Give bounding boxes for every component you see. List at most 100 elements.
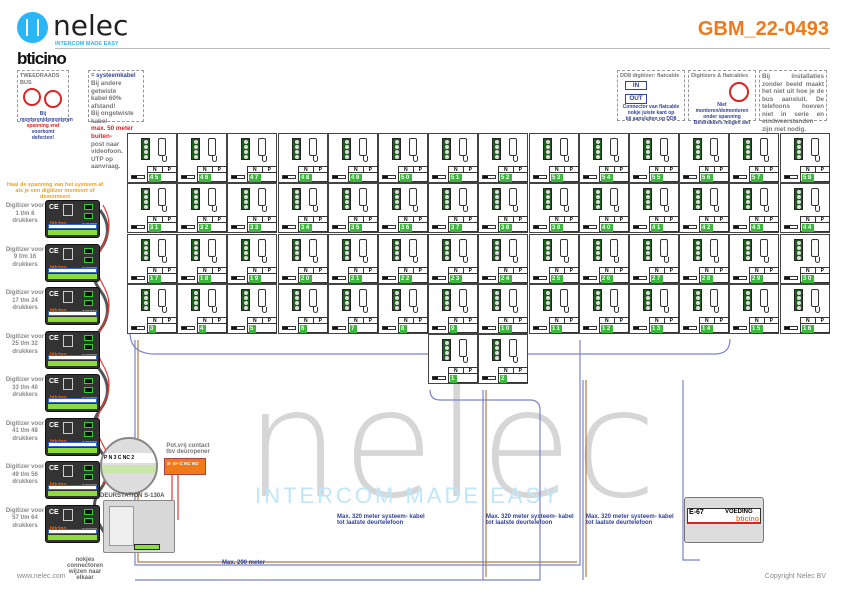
termination-switch[interactable] [231, 175, 245, 179]
termination-switch[interactable] [633, 326, 647, 330]
termination-switch[interactable] [382, 175, 396, 179]
termination-switch[interactable] [533, 225, 547, 229]
termination-switch[interactable] [382, 326, 396, 330]
termination-switch[interactable] [784, 175, 798, 179]
termination-switch[interactable] [733, 276, 747, 280]
termination-switch[interactable] [482, 276, 496, 280]
termination-switch[interactable] [181, 276, 195, 280]
termination-switch[interactable] [131, 276, 145, 280]
termination-switch[interactable] [332, 326, 346, 330]
n-label: N [148, 217, 163, 223]
flatcable-in-port[interactable] [84, 204, 93, 210]
flatcable-in-port[interactable] [84, 247, 93, 254]
p-label: P [368, 268, 372, 274]
termination-switch[interactable] [633, 175, 647, 179]
termination-switch[interactable] [683, 326, 697, 330]
address-number: 29 [751, 275, 763, 283]
cable-line: UTP op aanvraag. [91, 155, 121, 171]
termination-switch[interactable] [382, 276, 396, 280]
power-supply-e67[interactable]: E-67 VOEDING bticino [684, 497, 764, 543]
termination-switch[interactable] [282, 276, 296, 280]
termination-switch[interactable] [733, 326, 747, 330]
termination-switch[interactable] [332, 225, 346, 229]
termination-switch[interactable] [432, 376, 446, 380]
flatcable-in-port[interactable] [84, 508, 93, 515]
termination-switch[interactable] [382, 225, 396, 229]
termination-switch[interactable] [181, 225, 195, 229]
flatcable-out-port[interactable] [84, 256, 93, 263]
digitizer-module[interactable]: CEbticino346830 [45, 243, 100, 282]
termination-switch[interactable] [482, 326, 496, 330]
digitizer-module[interactable]: CEbticino346830 [45, 200, 100, 238]
termination-switch[interactable] [633, 276, 647, 280]
termination-switch[interactable] [432, 225, 446, 229]
termination-switch[interactable] [131, 225, 145, 229]
flatcable-in-port[interactable] [84, 334, 93, 341]
termination-switch[interactable] [432, 326, 446, 330]
termination-switch[interactable] [533, 276, 547, 280]
flatcable-out-port[interactable] [84, 343, 93, 350]
terminal-block-icon [794, 239, 803, 261]
termination-switch[interactable] [181, 326, 195, 330]
termination-switch[interactable] [282, 326, 296, 330]
digitizer-module[interactable]: CEbticino346830 [45, 417, 100, 456]
address-number: 7 [350, 325, 357, 333]
termination-switch[interactable] [282, 225, 296, 229]
p-label: P [619, 167, 623, 173]
n-label: N [449, 167, 464, 173]
termination-switch[interactable] [583, 326, 597, 330]
termination-switch[interactable] [482, 225, 496, 229]
digitizer-module[interactable]: CEbticino346830 [45, 461, 100, 499]
bus-terminals [48, 447, 97, 453]
digitizer-module[interactable]: CEbticino346830 [45, 504, 100, 543]
termination-switch[interactable] [733, 175, 747, 179]
termination-switch[interactable] [784, 225, 798, 229]
termination-switch[interactable] [282, 175, 296, 179]
termination-switch[interactable] [683, 276, 697, 280]
terminal-block-icon [342, 239, 351, 261]
termination-switch[interactable] [784, 276, 798, 280]
relay-module[interactable]: S- S+ C NC NO [164, 458, 206, 475]
flatcable-in-port[interactable] [84, 421, 93, 428]
flatcable-out-port[interactable] [84, 474, 93, 480]
termination-switch[interactable] [583, 276, 597, 280]
termination-switch[interactable] [633, 225, 647, 229]
termination-switch[interactable] [131, 175, 145, 179]
termination-switch[interactable] [683, 175, 697, 179]
flatcable-in-port[interactable] [84, 465, 93, 471]
termination-switch[interactable] [583, 175, 597, 179]
digitizer-module[interactable]: CEbticino346830 [45, 330, 100, 369]
flatcable-out-port[interactable] [84, 300, 93, 306]
flatcable-out-port[interactable] [84, 213, 93, 219]
doorstation-s130a[interactable] [103, 500, 175, 553]
termination-switch[interactable] [231, 225, 245, 229]
termination-switch[interactable] [432, 276, 446, 280]
termination-switch[interactable] [332, 276, 346, 280]
termination-switch[interactable] [482, 376, 496, 380]
termination-switch[interactable] [533, 326, 547, 330]
footer-website[interactable]: www.nelec.com [17, 573, 66, 580]
termination-switch[interactable] [482, 175, 496, 179]
termination-switch[interactable] [231, 326, 245, 330]
termination-switch[interactable] [181, 175, 195, 179]
termination-switch[interactable] [683, 225, 697, 229]
termination-switch[interactable] [784, 326, 798, 330]
flatcable-out-port[interactable] [84, 517, 93, 524]
flatcable-in-port[interactable] [84, 291, 93, 297]
termination-switch[interactable] [533, 175, 547, 179]
termination-switch[interactable] [583, 225, 597, 229]
digitizer-module[interactable]: CEbticino346830 [45, 287, 100, 325]
termination-switch[interactable] [231, 276, 245, 280]
termination-switch[interactable] [332, 175, 346, 179]
digitizer-module[interactable]: CEbticino346830 [45, 374, 100, 412]
flatcable-out-port[interactable] [84, 387, 93, 393]
handset-icon [409, 138, 417, 156]
n-label: N [399, 318, 414, 324]
flatcable-in-port[interactable] [84, 378, 93, 384]
termination-switch[interactable] [733, 225, 747, 229]
termination-switch[interactable] [432, 175, 446, 179]
termination-switch[interactable] [131, 326, 145, 330]
flatcable-out-port[interactable] [84, 430, 93, 437]
